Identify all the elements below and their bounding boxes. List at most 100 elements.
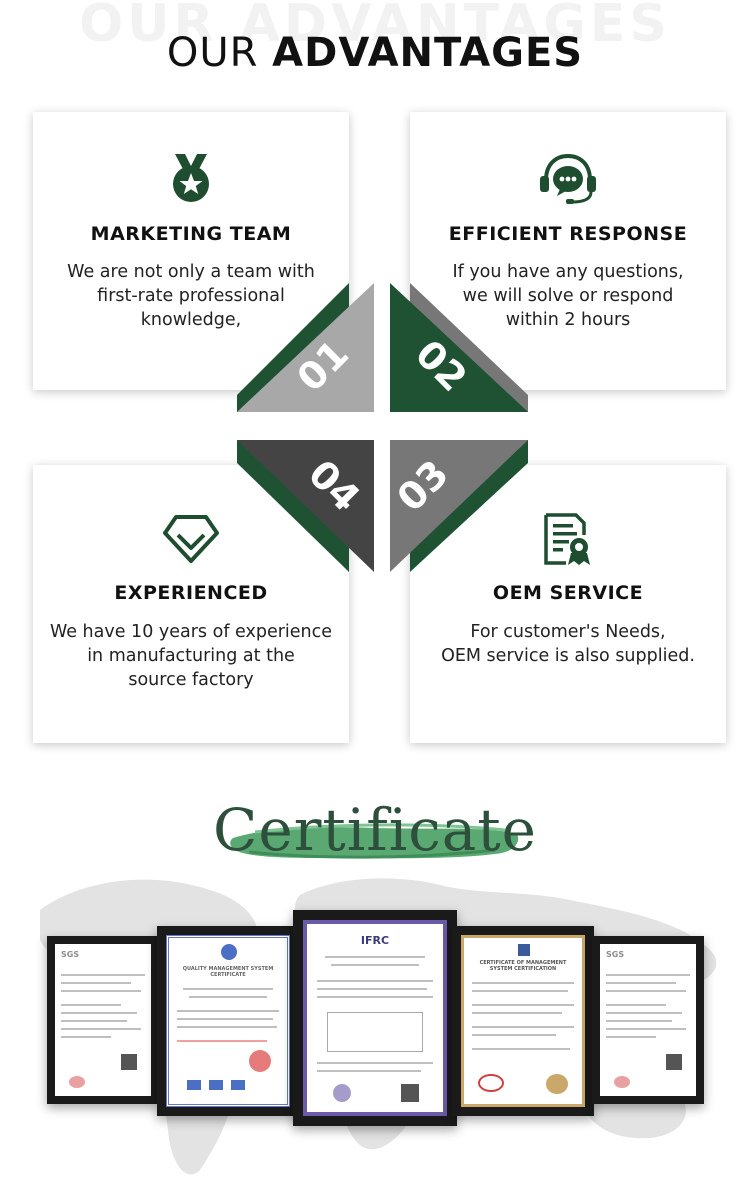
certificate-text-line xyxy=(61,1004,121,1006)
card-description: If you have any questions, we will solve… xyxy=(410,260,726,332)
badge-icon xyxy=(231,1080,245,1090)
certificate-label: SGS xyxy=(61,950,80,959)
certificate-label: CERTIFICATE OF MANAGEMENT SYSTEM CERTIFI… xyxy=(479,960,567,972)
card-text-line: we will solve or respond xyxy=(462,286,674,306)
certificate-text-line xyxy=(606,974,690,976)
certificate-text-line xyxy=(317,1062,433,1064)
certificate-text-line xyxy=(606,1004,666,1006)
certificate-text-line xyxy=(472,990,568,992)
brush-stroke-graphic xyxy=(230,823,519,859)
certificate-text-line xyxy=(177,1010,279,1012)
seal-icon xyxy=(546,1074,568,1094)
certificate-management-system: CERTIFICATE OF MANAGEMENT SYSTEM CERTIFI… xyxy=(452,926,594,1116)
section-title: OUR ADVANTAGES xyxy=(0,30,750,76)
gem-shield-icon xyxy=(33,513,349,569)
stamp-icon xyxy=(478,1074,504,1092)
certificate-paper: SGS xyxy=(600,944,696,1096)
card-oem-service: OEM SERVICE For customer's Needs, OEM se… xyxy=(410,465,726,743)
certificate-text-line xyxy=(61,982,131,984)
certificate-text-line xyxy=(606,1028,686,1030)
certificate-text-line xyxy=(606,1036,656,1038)
logo-icon xyxy=(221,944,237,960)
logo-icon xyxy=(518,944,530,956)
certificate-paper: QUALITY MANAGEMENT SYSTEM CERTIFICATE xyxy=(166,935,290,1107)
card-title: MARKETING TEAM xyxy=(90,223,292,245)
certificate-quality-management: QUALITY MANAGEMENT SYSTEM CERTIFICATE xyxy=(157,926,299,1116)
card-title: EXPERIENCED xyxy=(114,582,268,604)
certificate-text-line xyxy=(606,982,676,984)
medal-icon xyxy=(33,152,349,208)
card-text-line: OEM service is also supplied. xyxy=(441,646,695,666)
qr-code-icon xyxy=(401,1084,419,1102)
card-efficient-response: EFFICIENT RESPONSE If you have any quest… xyxy=(410,112,726,390)
certificate-text-line xyxy=(183,988,273,990)
certificate-text-line xyxy=(472,1026,574,1028)
certificate-text-line xyxy=(317,996,433,998)
stamp-icon xyxy=(614,1076,630,1088)
card-text-line: We are not only a team with xyxy=(67,262,315,282)
certificate-text-line xyxy=(317,988,427,990)
certificate-text-line xyxy=(606,990,686,992)
certificate-text-line xyxy=(325,956,425,958)
card-description: We are not only a team with first-rate p… xyxy=(33,260,349,332)
certificate-table xyxy=(327,1012,423,1052)
certificate-label: QUALITY MANAGEMENT SYSTEM CERTIFICATE xyxy=(182,966,274,978)
title-light: OUR xyxy=(166,30,273,76)
certificate-text-line xyxy=(606,1012,682,1014)
headset-chat-icon xyxy=(410,152,726,208)
card-text-line: For customer's Needs, xyxy=(470,622,666,642)
certificate-text-line xyxy=(177,1018,273,1020)
card-text-line: If you have any questions, xyxy=(452,262,684,282)
certificate-ifrc: IFRC xyxy=(293,910,457,1126)
card-marketing-team: MARKETING TEAM We are not only a team wi… xyxy=(33,112,349,390)
certificate-text-line xyxy=(317,1070,421,1072)
card-text-line: in manufacturing at the xyxy=(87,646,295,666)
certificate-paper: IFRC xyxy=(303,920,447,1116)
certificate-text-line xyxy=(177,1040,267,1042)
certificate-text-line xyxy=(472,1004,574,1006)
certificate-text-line xyxy=(472,1048,570,1050)
certificate-text-line xyxy=(317,980,433,982)
ghost-heading: OUR ADVANTAGES xyxy=(79,0,671,54)
card-text-line: within 2 hours xyxy=(505,310,631,330)
card-description: We have 10 years of experience in manufa… xyxy=(33,620,349,692)
card-text-line: We have 10 years of experience xyxy=(49,622,333,642)
card-text-line: first-rate professional xyxy=(97,286,285,306)
stamp-icon xyxy=(249,1050,271,1072)
certificate-text-line xyxy=(61,1020,127,1022)
certificate-sgs-right: SGS xyxy=(592,936,704,1104)
card-experienced: EXPERIENCED We have 10 years of experien… xyxy=(33,465,349,743)
card-description: For customer's Needs, OEM service is als… xyxy=(410,620,726,668)
certificate-text-line xyxy=(61,974,145,976)
certificate-text-line xyxy=(606,1020,672,1022)
certificate-title: Certificate xyxy=(213,796,537,864)
certificate-text-line xyxy=(61,1036,111,1038)
stamp-icon xyxy=(69,1076,85,1088)
badge-icon xyxy=(209,1080,223,1090)
title-bold: ADVANTAGES xyxy=(272,30,584,76)
certificate-text-line xyxy=(177,1026,277,1028)
certificate-label: IFRC xyxy=(360,934,390,947)
card-text-line: knowledge, xyxy=(140,310,242,330)
card-title: OEM SERVICE xyxy=(492,582,644,604)
certificate-text-line xyxy=(189,996,267,998)
certificate-text-line xyxy=(61,1028,141,1030)
certificate-sgs-left: SGS xyxy=(47,936,159,1104)
certificate-document-icon xyxy=(410,513,726,569)
certificate-text-line xyxy=(331,964,419,966)
card-text-line: source factory xyxy=(128,670,254,690)
card-title: EFFICIENT RESPONSE xyxy=(448,223,688,245)
certificate-text-line xyxy=(472,982,574,984)
certificate-text-line xyxy=(472,1012,562,1014)
certificate-text-line xyxy=(61,1012,137,1014)
badge-icon xyxy=(187,1080,201,1090)
seal-icon xyxy=(333,1084,351,1102)
certificate-text-line xyxy=(61,990,141,992)
qr-code-icon xyxy=(666,1054,682,1070)
certificate-label: SGS xyxy=(606,950,625,959)
certificate-paper: SGS xyxy=(55,944,151,1096)
certificate-paper: CERTIFICATE OF MANAGEMENT SYSTEM CERTIFI… xyxy=(461,935,585,1107)
qr-code-icon xyxy=(121,1054,137,1070)
certificate-text-line xyxy=(472,1034,556,1036)
